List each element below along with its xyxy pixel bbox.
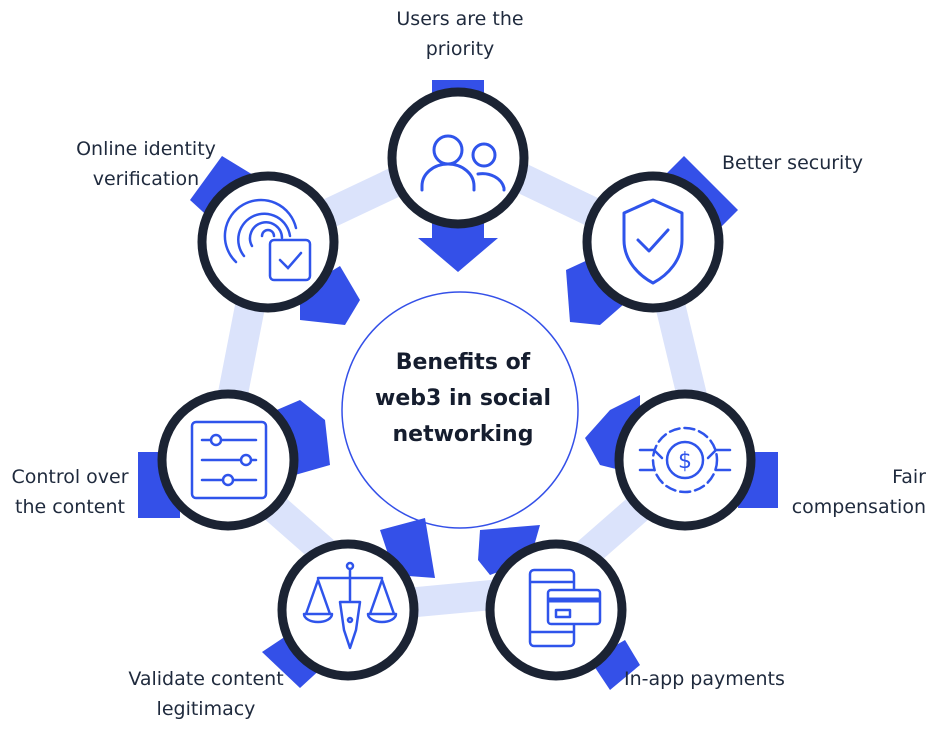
- benefit-node-users: [387, 80, 529, 272]
- scales-pen-icon: [302, 561, 398, 650]
- users-icon: [420, 134, 506, 192]
- benefit-label-security: Better security: [722, 152, 864, 174]
- shield-check-icon: [622, 198, 684, 285]
- benefit-node-validate: [262, 518, 435, 688]
- svg-text:$: $: [678, 449, 692, 474]
- center-circle: [341, 291, 579, 529]
- benefit-label-control: Control over the content: [11, 466, 129, 518]
- benefit-label-payments: In-app payments: [624, 668, 785, 690]
- center-title: Benefits of web3 in social networking: [375, 350, 551, 447]
- benefit-node-control: [138, 389, 330, 531]
- benefit-label-users: Users are the priority: [396, 8, 524, 60]
- sliders-icon: [190, 420, 268, 500]
- benefit-node-compensation: $: [585, 389, 778, 531]
- gear-dollar-icon: $: [638, 426, 732, 494]
- fingerprint-check-icon: [223, 198, 312, 282]
- benefit-label-validate: Validate content legitimacy: [128, 668, 284, 720]
- phone-card-icon: [528, 568, 602, 648]
- benefit-label-identity: Online identity verification: [76, 138, 216, 190]
- benefit-node-security: [566, 156, 738, 325]
- benefit-label-compensation: Fair compensation: [791, 466, 926, 518]
- benefit-node-payments: [478, 525, 640, 690]
- benefit-node-identity: [190, 156, 360, 325]
